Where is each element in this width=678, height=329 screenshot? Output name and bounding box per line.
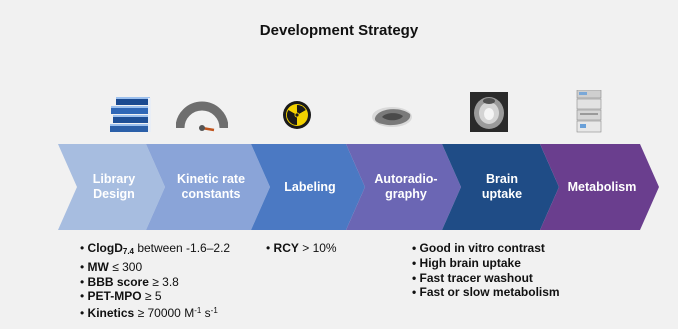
stage-label-library-design: Library Design xyxy=(92,172,136,201)
criterion-bbb-score: BBB score ≥ 3.8 xyxy=(80,275,230,290)
gauge-icon xyxy=(175,94,229,138)
autoradiography-icon xyxy=(370,104,414,130)
criterion-washout: Fast tracer washout xyxy=(412,271,560,286)
chevron-kinetic-rate-constants xyxy=(146,144,270,230)
criterion-brain-uptake: High brain uptake xyxy=(412,256,560,271)
criterion-clogd: ClogD7.4 between -1.6–2.2 xyxy=(80,241,231,260)
hplc-instrument-icon xyxy=(575,89,603,134)
criterion-rcy: RCY > 10% xyxy=(266,241,337,256)
stage-label-metabolism: Metabolism xyxy=(567,179,637,194)
library-design-criteria: ClogD7.4 between -1.6–2.2 MW ≤ 300 BBB s… xyxy=(80,241,231,321)
criterion-in-vitro-contrast: Good in vitro contrast xyxy=(412,241,560,256)
criterion-pet-mpo: PET-MPO ≥ 5 xyxy=(80,289,230,304)
chevron-brain-uptake xyxy=(442,144,559,230)
books-icon xyxy=(108,94,156,138)
criterion-metabolism: Fast or slow metabolism xyxy=(412,285,560,300)
radiation-icon xyxy=(282,100,312,130)
stage-label-autoradiography: Autoradio- graphy xyxy=(374,172,438,201)
chevron-library-design xyxy=(58,144,165,230)
chevron-metabolism xyxy=(540,144,659,230)
labeling-criteria: RCY > 10% xyxy=(266,241,337,256)
process-chevrons xyxy=(58,144,659,230)
brain-scan-icon xyxy=(470,92,508,132)
stage-label-labeling: Labeling xyxy=(284,179,336,194)
chevron-autoradiography xyxy=(346,144,461,230)
stage-label-kinetic-rate-constants: Kinetic rate constants xyxy=(176,172,246,201)
diagram-title: Development Strategy xyxy=(259,22,419,39)
stage-label-brain-uptake: Brain uptake xyxy=(481,172,523,201)
criterion-kinetics: Kinetics ≥ 70000 M-1 s-1 xyxy=(80,304,230,321)
chevron-labeling xyxy=(251,144,365,230)
evaluation-criteria: Good in vitro contrast High brain uptake… xyxy=(412,241,560,300)
criterion-mw: MW ≤ 300 xyxy=(80,260,230,275)
